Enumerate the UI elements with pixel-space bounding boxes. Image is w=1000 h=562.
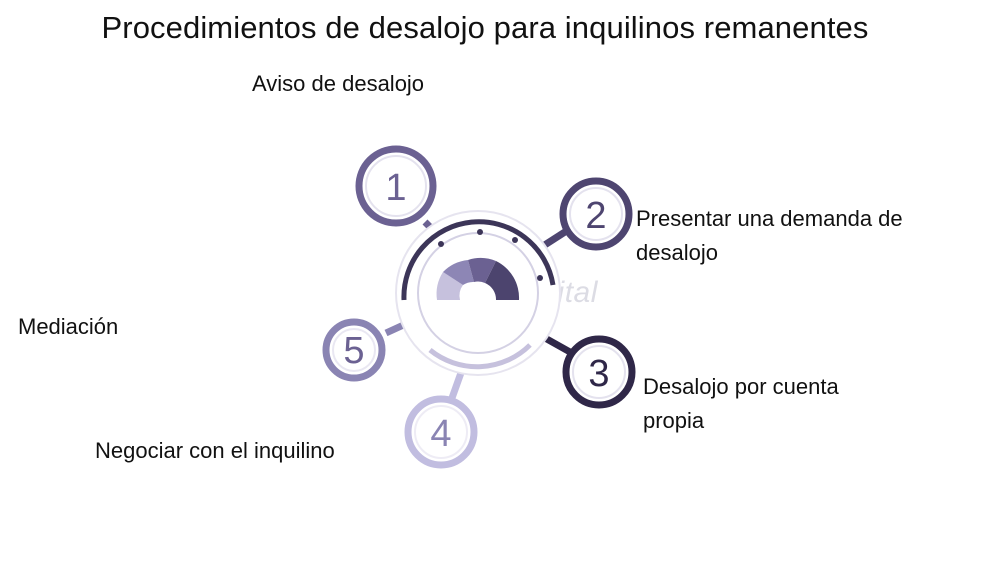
step-4-label: Negociar con el inquilino bbox=[95, 438, 335, 463]
step-3-number: 3 bbox=[588, 353, 609, 395]
step-5-badge: 5 bbox=[322, 318, 386, 382]
step-1-badge: 1 bbox=[355, 145, 437, 227]
gauge-segment-3 bbox=[468, 258, 496, 283]
step-3-label: Desalojo por cuenta propia bbox=[643, 374, 839, 433]
step-5-label: Mediación bbox=[18, 314, 119, 339]
page-title: Procedimientos de desalojo para inquilin… bbox=[101, 10, 869, 45]
step-4-number: 4 bbox=[430, 413, 451, 455]
step-2-badge: 2 bbox=[559, 177, 633, 251]
gauge-segment-1 bbox=[436, 272, 463, 300]
step-2-number: 2 bbox=[585, 195, 606, 237]
connector-3 bbox=[543, 334, 572, 356]
step-5-number: 5 bbox=[343, 330, 364, 372]
step-1-label: Aviso de desalojo bbox=[252, 71, 425, 96]
step-3-badge: 3 bbox=[562, 335, 636, 409]
hub bbox=[395, 210, 561, 376]
step-4-badge: 4 bbox=[404, 395, 478, 469]
step-2-label: Presentar una demanda de desalojo bbox=[636, 206, 903, 265]
gauge-segment-2 bbox=[443, 260, 474, 285]
gauge-segment-4 bbox=[485, 261, 520, 300]
step-1-number: 1 bbox=[385, 167, 406, 209]
connector-4 bbox=[448, 368, 466, 400]
